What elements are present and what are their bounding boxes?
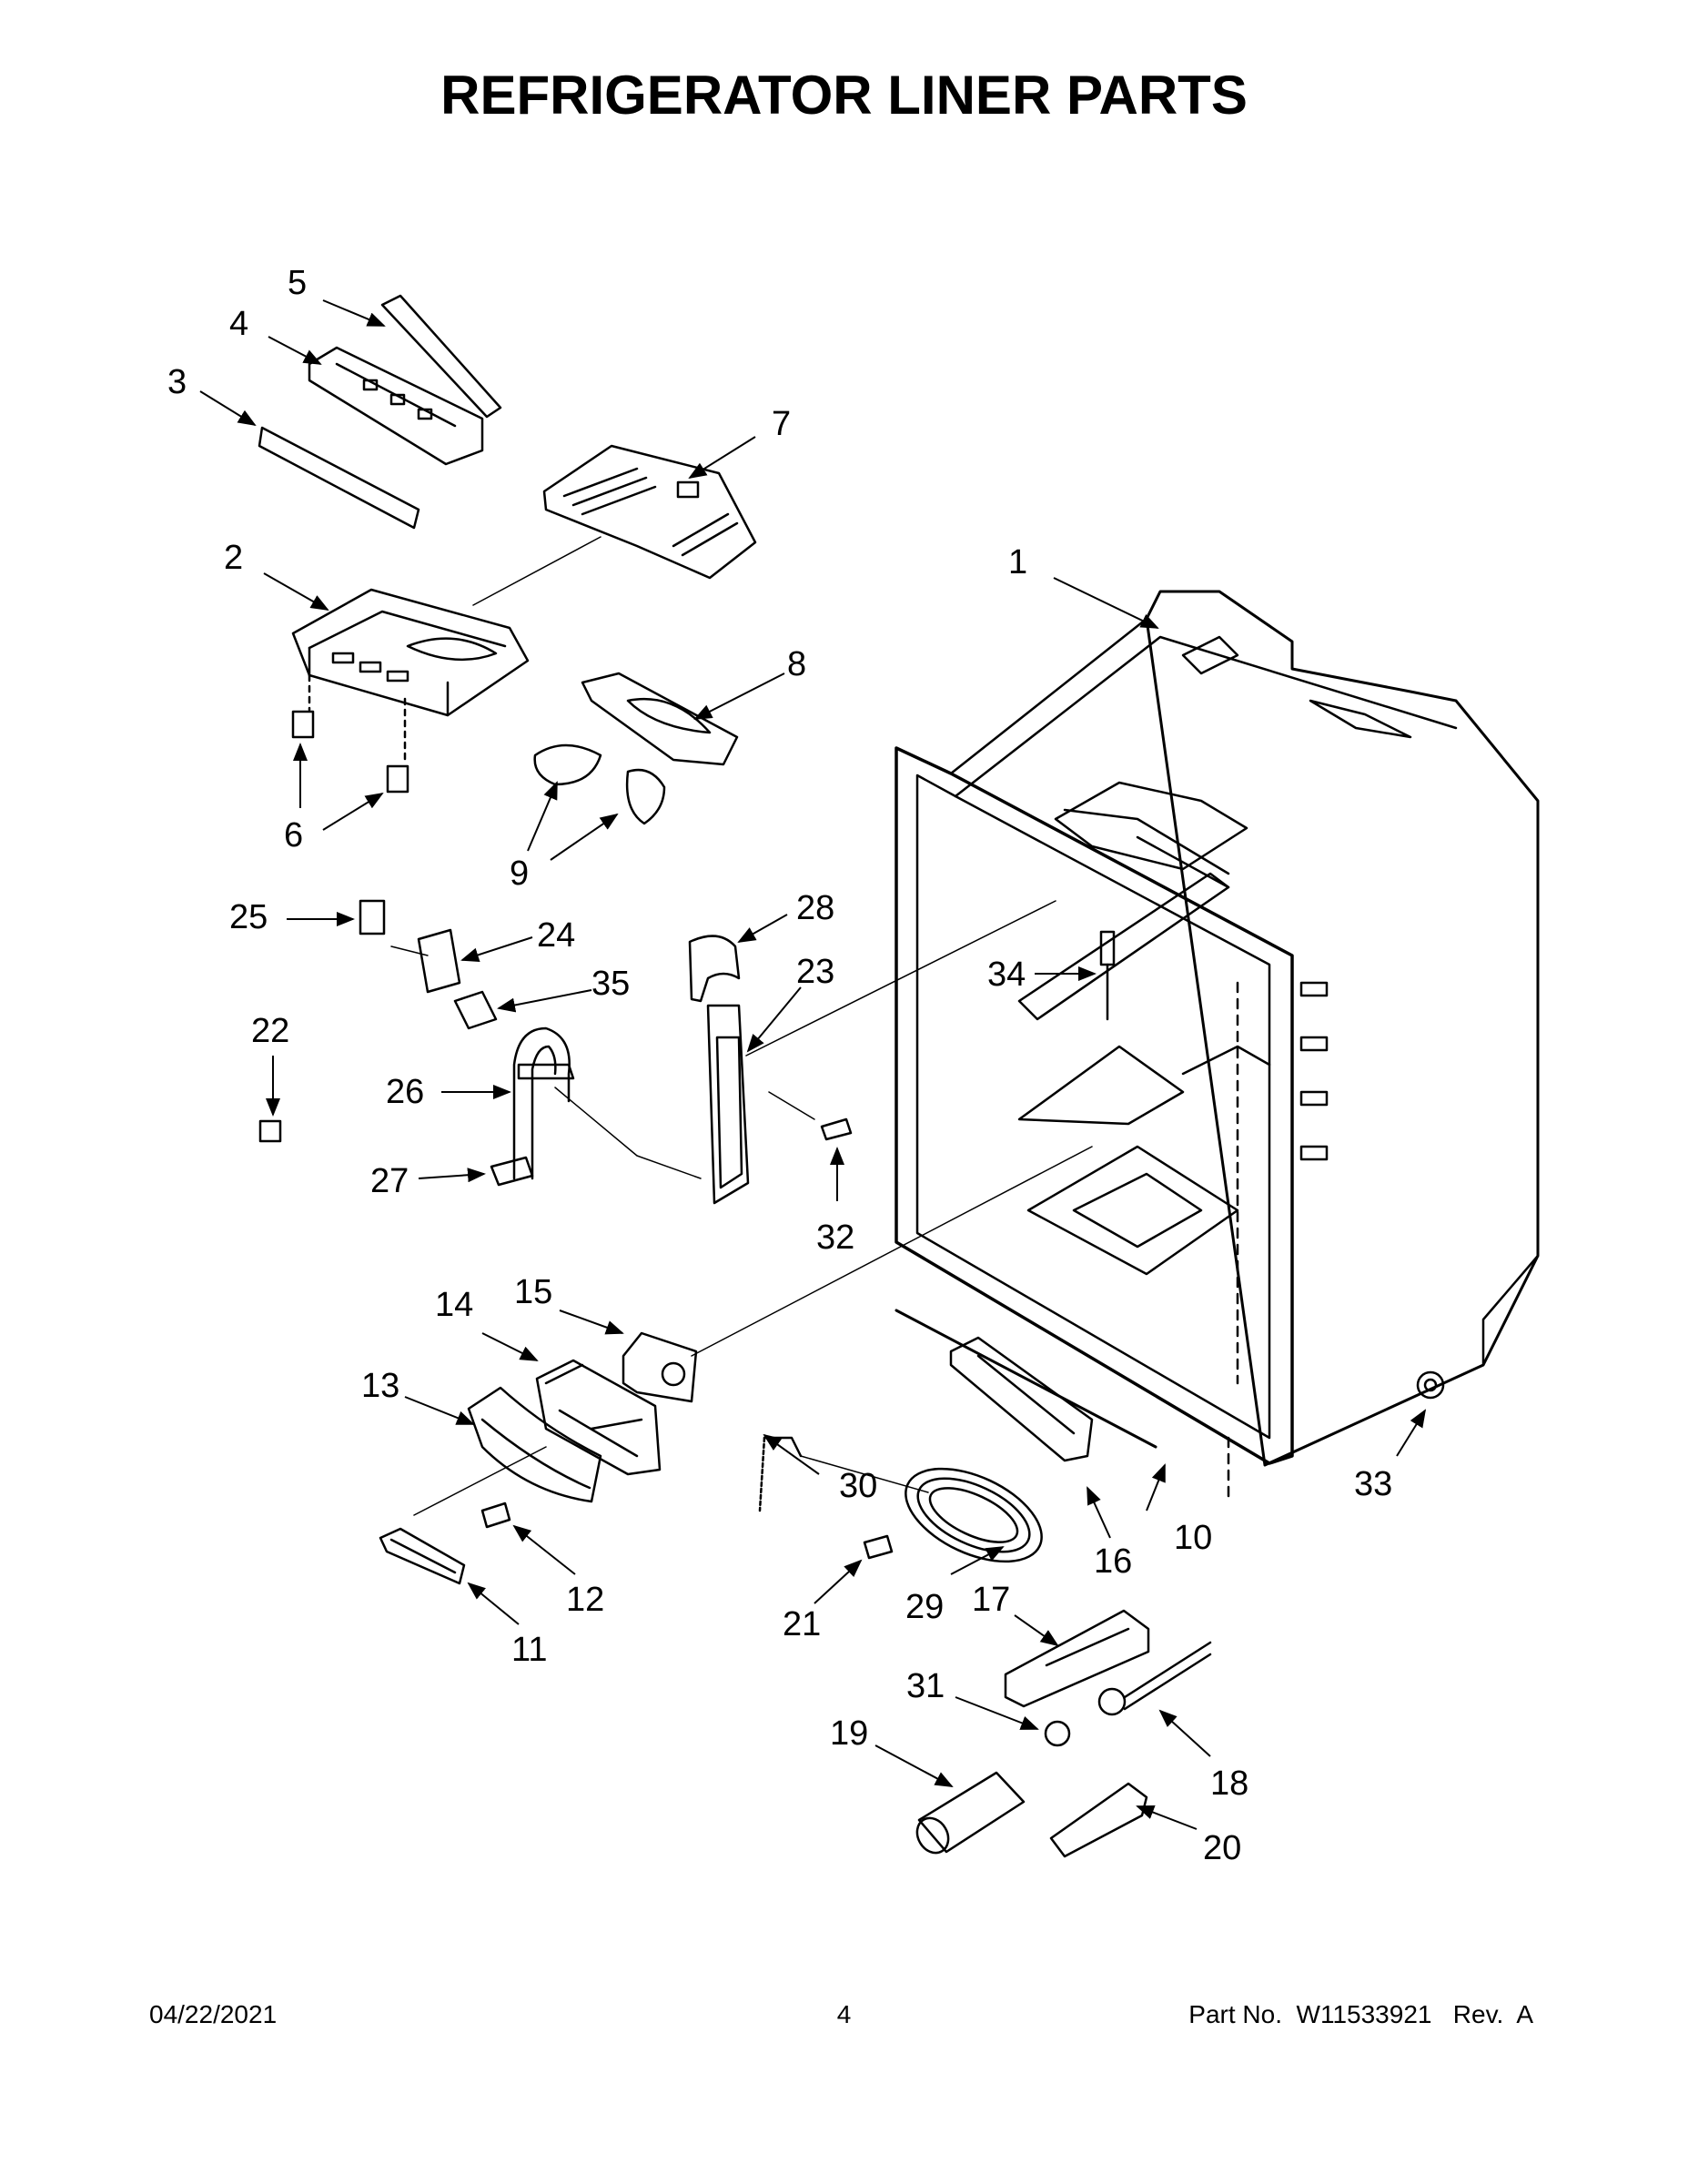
part-2-control-housing (291, 588, 530, 762)
part-4-control-board (308, 346, 484, 466)
part-15-module (622, 1146, 1093, 1403)
part-22-clip (258, 1119, 282, 1143)
callout-10: 10 (1174, 1519, 1212, 1557)
part-21-screw (863, 1534, 894, 1560)
callout-11: 11 (511, 1631, 547, 1669)
footer-date: 04/22/2021 (149, 2000, 278, 2028)
part-6-switches (291, 710, 409, 794)
footer-part-number: Part No. W11533921 Rev. A (1188, 2000, 1533, 2028)
callout-17: 17 (972, 1581, 1010, 1619)
callout-32: 32 (816, 1218, 854, 1257)
part-liner (895, 590, 1540, 1503)
callout-18: 18 (1210, 1764, 1248, 1803)
callout-7: 7 (772, 405, 791, 443)
part-17-filter-bracket (1004, 1609, 1150, 1708)
callout-29: 29 (905, 1588, 944, 1626)
callout-30: 30 (839, 1467, 877, 1505)
part-29-water-line-coil (905, 1467, 1043, 1563)
part-31-cap (1044, 1720, 1071, 1747)
callout-4: 4 (229, 305, 248, 343)
footer-page-number: 4 (836, 2000, 852, 2028)
callout-3: 3 (167, 363, 187, 401)
callout-21: 21 (783, 1605, 821, 1643)
part-16-drawer-track (949, 1336, 1094, 1462)
part-34-thermistor (1099, 930, 1116, 1021)
part-26-water-tube-assembly (512, 1026, 702, 1180)
part-10-rail (895, 1309, 1157, 1449)
part-9-dampers (533, 743, 666, 825)
callout-23: 23 (796, 953, 834, 991)
callout-16: 16 (1094, 1542, 1132, 1581)
callout-28: 28 (796, 889, 834, 927)
part-25-24-35-hinge-parts (359, 899, 498, 1030)
callout-25: 25 (229, 898, 268, 936)
callout-15: 15 (514, 1273, 552, 1311)
callout-27: 27 (370, 1162, 409, 1200)
part-19-water-filter (915, 1771, 1026, 1855)
callout-12: 12 (566, 1581, 604, 1619)
callout-24: 24 (537, 916, 575, 955)
part-3-trim-strip (258, 426, 420, 530)
callout-33: 33 (1354, 1465, 1392, 1503)
callout-2: 2 (224, 539, 243, 577)
part-33-leveling-foot (1416, 1370, 1445, 1400)
callout-5: 5 (288, 264, 307, 302)
part-28-23-dispenser (688, 900, 1056, 1205)
part-18-filter-head (1097, 1641, 1212, 1716)
callout-34: 34 (987, 956, 1026, 994)
callout-14: 14 (435, 1286, 473, 1324)
part-8-air-channel (581, 672, 739, 766)
part-14-housing (535, 1359, 662, 1476)
callout-9: 9 (510, 854, 529, 893)
callout-35: 35 (591, 965, 630, 1003)
callout-22: 22 (251, 1012, 289, 1050)
callout-6: 6 (284, 816, 303, 854)
part-11-grille (379, 1527, 466, 1585)
part-7-air-diffuser (472, 444, 757, 606)
part-12-screw (480, 1502, 511, 1529)
callout-13: 13 (361, 1367, 399, 1405)
callout-1: 1 (1008, 543, 1027, 581)
part-5-bracket (380, 294, 502, 419)
part-32-screw (820, 1117, 853, 1141)
part-27-clip (490, 1156, 534, 1187)
callout-26: 26 (386, 1073, 424, 1111)
callout-20: 20 (1203, 1829, 1241, 1867)
callout-31: 31 (906, 1667, 945, 1705)
callout-19: 19 (830, 1714, 868, 1753)
part-13-trim-cover (413, 1386, 602, 1516)
page-title: REFRIGERATOR LINER PARTS (440, 65, 1248, 126)
callout-8: 8 (787, 645, 806, 683)
part-20-filter-cover (1049, 1782, 1148, 1858)
